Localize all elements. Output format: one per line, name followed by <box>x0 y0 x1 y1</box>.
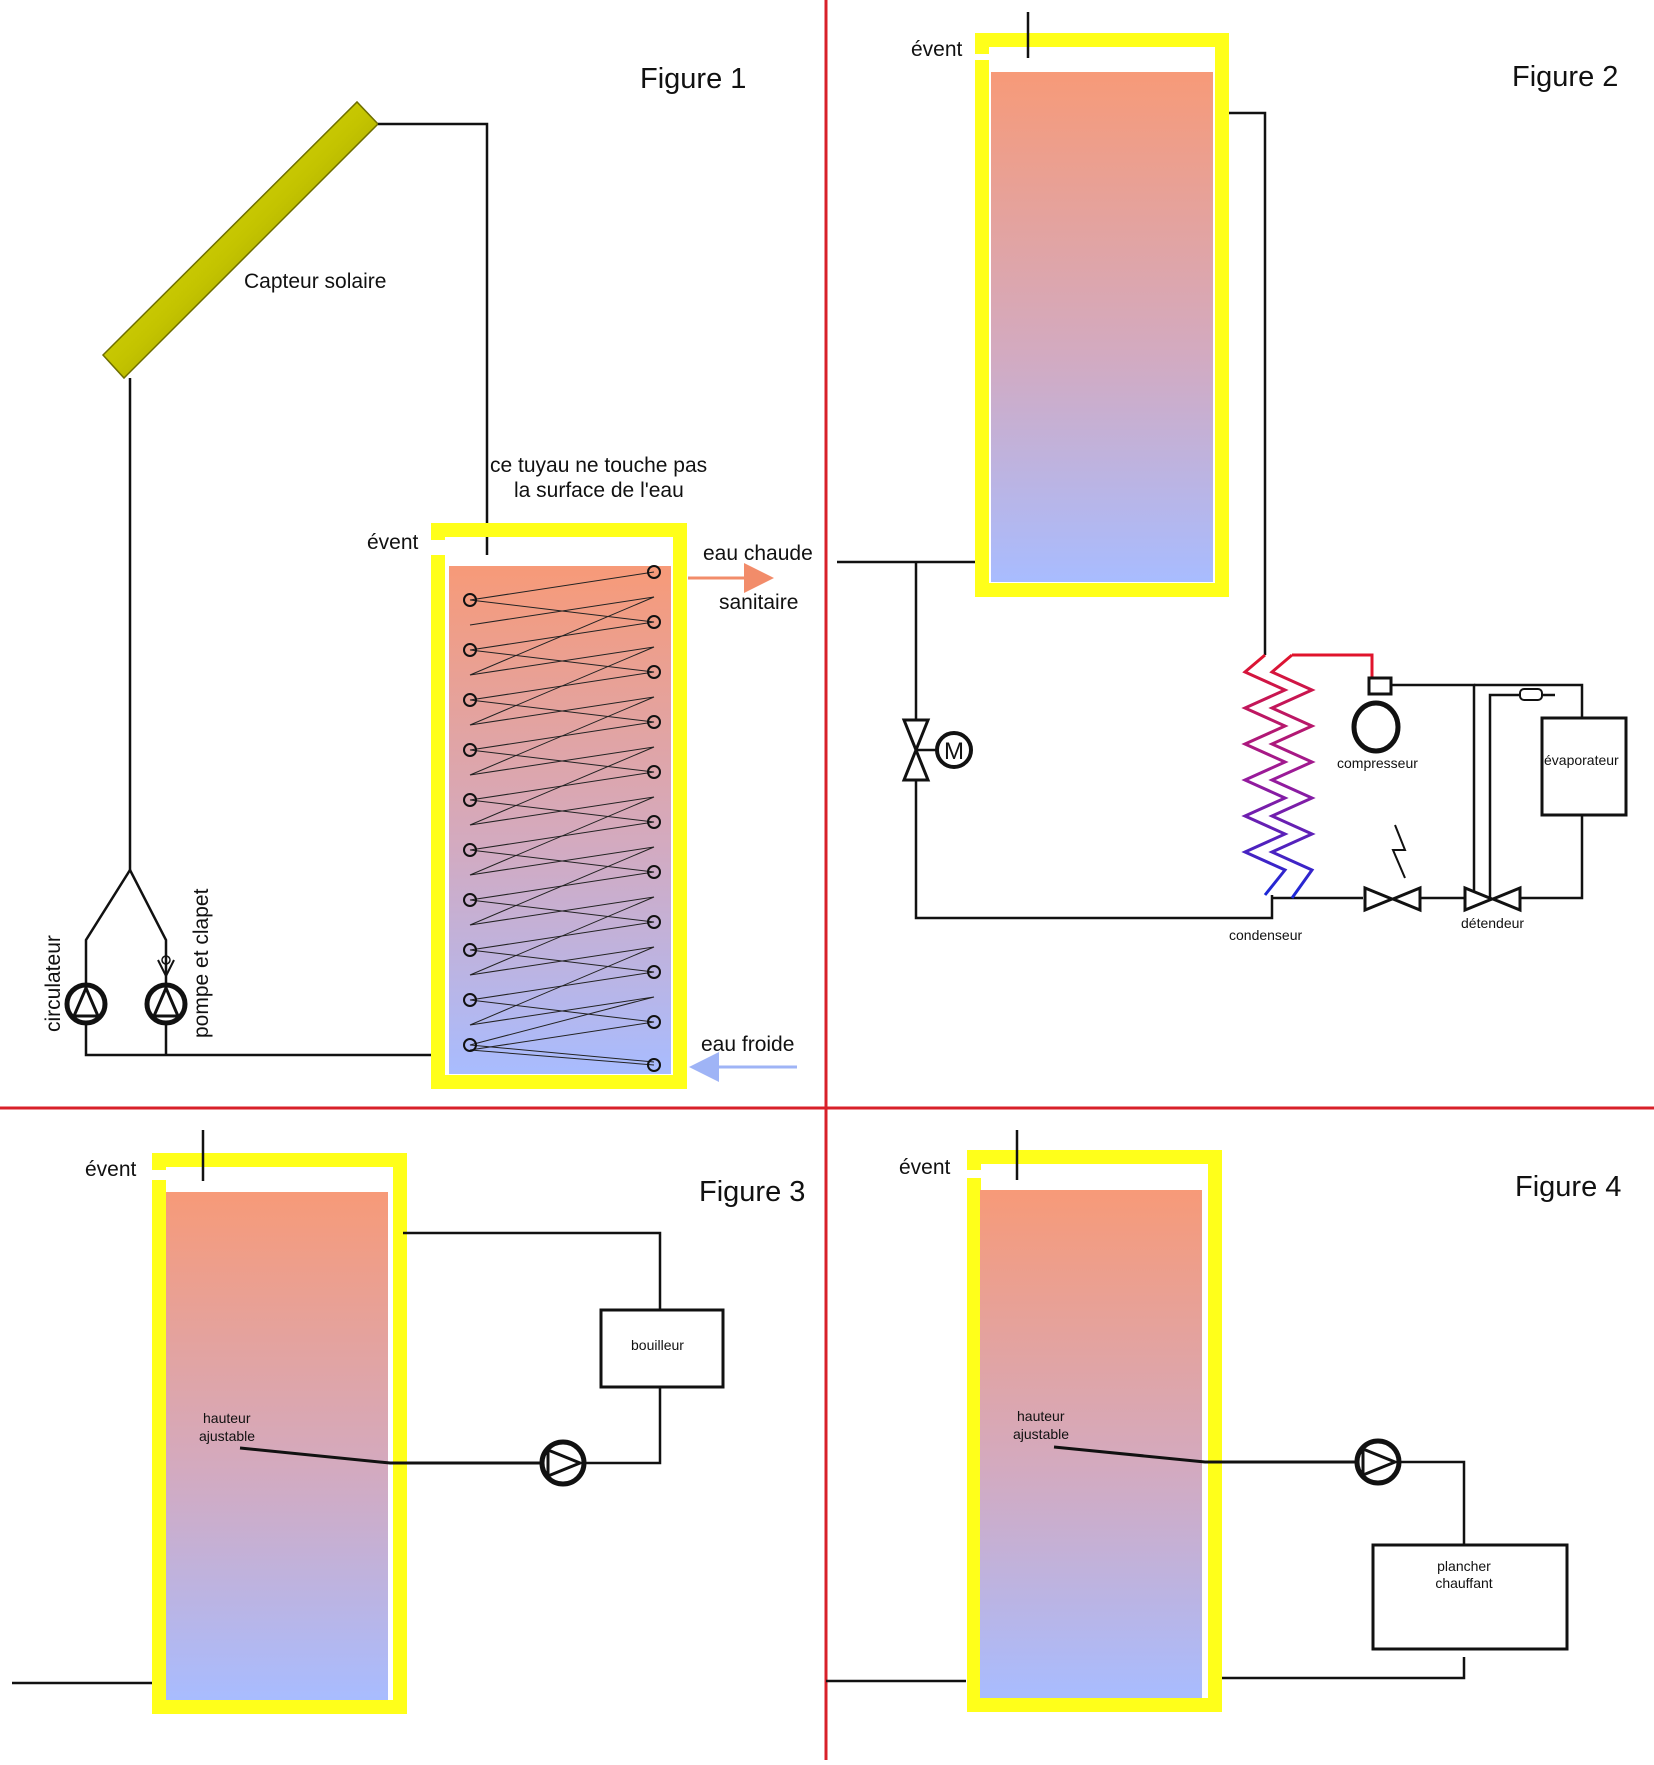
figure-2: Figure 2 évent <box>837 12 1628 943</box>
floor-line2: chauffant <box>1435 1575 1492 1591</box>
fig3-pump-icon <box>539 1439 587 1487</box>
pump-valve-icon <box>144 955 188 1026</box>
lightning-icon <box>1391 824 1407 879</box>
compressor-icon <box>1351 676 1401 754</box>
hot-water-line2: sanitaire <box>719 591 798 614</box>
cold-water-label: eau froide <box>701 1033 794 1056</box>
pump-branch <box>128 869 168 1055</box>
motorized-valve-icon: M <box>901 718 973 782</box>
fig2-tank <box>975 12 1229 597</box>
heat-exchanger-coil-icon <box>463 565 661 1072</box>
fig1-vent-label: évent <box>367 531 419 554</box>
heated-floor-box <box>1371 1543 1569 1651</box>
fig4-vent-label: évent <box>899 1156 951 1179</box>
fig3-height-line2: ajustable <box>199 1428 255 1444</box>
fig3-tank <box>152 1130 407 1714</box>
figure-4-title: Figure 4 <box>1515 1171 1621 1203</box>
pipe-note-line2: la surface de l'eau <box>514 479 684 502</box>
pump-valve-label: pompe et clapet <box>190 888 213 1038</box>
circulator-pump-icon <box>64 982 108 1026</box>
compressor-label: compresseur <box>1337 755 1418 771</box>
condenser-label: condenseur <box>1229 927 1303 943</box>
fig4-height-line1: hauteur <box>1017 1408 1065 1424</box>
figure-4: Figure 4 évent plancher chauffant hauteu… <box>826 1130 1621 1712</box>
evaporator-box <box>1540 716 1628 817</box>
circulator-branch <box>84 869 432 1057</box>
condenser-coil-icon <box>1241 653 1316 899</box>
valve-icon <box>1363 885 1422 913</box>
pipe-note-line1: ce tuyau ne touche pas <box>490 454 707 477</box>
filter-drier-icon <box>1519 688 1543 701</box>
fig1-pipes <box>84 122 489 1057</box>
fig3-vent-label: évent <box>85 1158 137 1181</box>
floor-line1: plancher <box>1437 1558 1491 1574</box>
hot-water-line1: eau chaude <box>703 542 813 565</box>
fig2-pipes <box>837 111 1584 920</box>
fig3-height-line1: hauteur <box>203 1410 251 1426</box>
figure-3-title: Figure 3 <box>699 1176 805 1208</box>
expansion-label: détendeur <box>1461 915 1524 931</box>
solar-collector-icon <box>101 100 380 380</box>
expansion-valve-icon <box>1463 885 1522 913</box>
boiler-label: bouilleur <box>631 1337 684 1353</box>
collector-label: Capteur solaire <box>244 270 386 293</box>
fig4-pump-icon <box>1354 1438 1402 1486</box>
fig4-pipes <box>826 1445 1466 1683</box>
fig2-vent-label: évent <box>911 38 963 61</box>
figure-1: Figure 1 Capteur solaire ce tuyau ne tou… <box>42 63 813 1089</box>
fig4-tank <box>967 1130 1222 1712</box>
fig4-height-line2: ajustable <box>1013 1426 1069 1442</box>
figure-2-title: Figure 2 <box>1512 61 1618 93</box>
boiler-box <box>599 1308 725 1389</box>
figure-1-title: Figure 1 <box>640 63 746 95</box>
collector-return-pipe <box>378 122 489 555</box>
circulator-label: circulateur <box>42 935 65 1032</box>
tank-frame <box>431 523 687 1089</box>
evaporator-label: évaporateur <box>1544 752 1619 768</box>
hot-gas-line <box>1292 653 1374 678</box>
motor-letter: M <box>944 738 964 765</box>
fig3-pipes <box>12 1231 662 1685</box>
figure-3: Figure 3 évent bouilleur hauteur ajustab… <box>12 1130 805 1714</box>
